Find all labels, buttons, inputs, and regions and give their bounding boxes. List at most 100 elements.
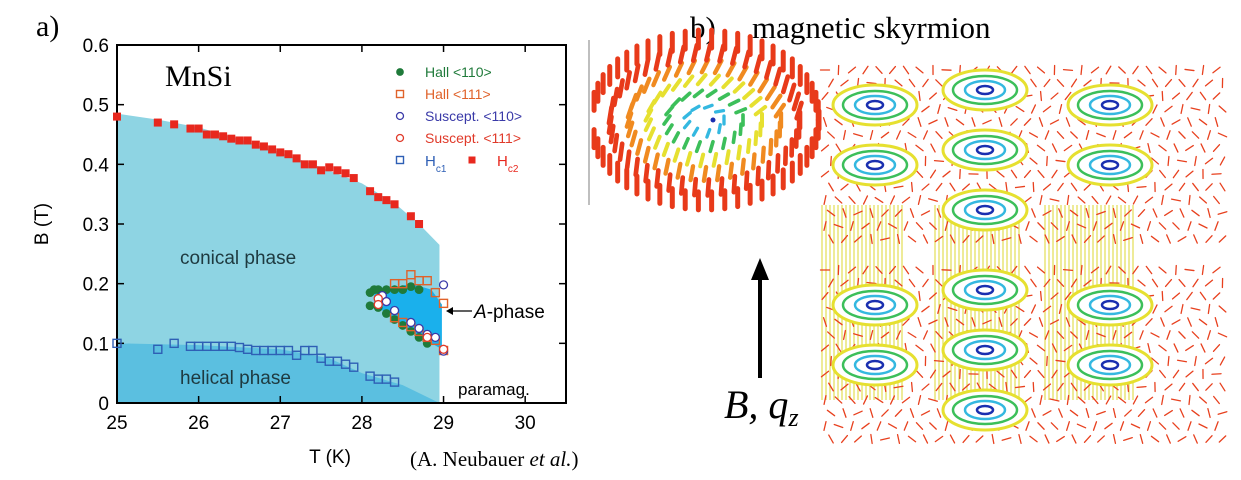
spin-arrow [653,134,662,150]
spin-arrow [915,66,924,74]
spin-arrow [853,235,863,243]
hc1-point [291,350,302,360]
spin-arrow [1042,210,1052,216]
spin-arrow [823,194,827,206]
spin-arrow [1057,182,1064,192]
spin-arrow [949,234,956,244]
hc2-point [333,166,342,175]
hc1-point [112,338,122,349]
spin-arrow [1024,65,1031,75]
spin-arrow [922,78,929,88]
spin-arrow [1070,182,1078,192]
skyrmion-core [1100,299,1120,311]
skyrmion-ring [841,289,909,321]
spin-arrow [1077,396,1086,404]
spin-arrow [1015,105,1025,113]
spin-arrow [842,329,847,341]
spin-arrow [922,330,929,340]
hc1-point [169,338,179,349]
spin-arrow [909,408,915,418]
hc1-point [389,377,400,387]
spin-arrow [1161,394,1164,406]
spin-arrow [826,409,836,417]
spin-arrow [853,133,863,137]
hc2-point [341,169,350,178]
spin-arrow [1132,65,1139,75]
spin-arrow [1117,396,1127,404]
spin-arrow [753,104,768,117]
spin-arrow [1167,155,1170,167]
spin-arrow [738,122,743,137]
spin-arrow [1104,222,1113,230]
spin-arrow [1091,195,1099,205]
skyrmion-ring [963,199,1007,221]
spin-arrow [662,114,672,126]
spin-arrow [1198,423,1208,429]
spin-arrow [915,422,924,430]
spin-arrow [922,130,929,140]
spin-arrow [1178,182,1186,192]
spin-arrow [996,170,1005,178]
spin-arrow [869,408,874,418]
spin-arrow [1029,235,1038,243]
spin-arrow [1217,411,1228,415]
spin-arrow [910,381,914,393]
spin-arrow [955,118,965,126]
spin-arrow [1105,395,1112,405]
spin-arrow [1118,266,1126,274]
spin-arrow [909,208,915,218]
spin-arrow [1056,331,1065,339]
spin-arrow [1050,92,1059,100]
spin-arrow [1064,91,1072,101]
spin-arrow [1207,330,1211,340]
spin-arrow [1205,383,1213,391]
spin-arrow [1198,223,1208,229]
spin-arrow [1211,173,1222,175]
spin-arrow [612,132,620,154]
spin-arrow [1112,207,1117,219]
spin-arrow [1178,278,1186,288]
spin-arrow [1055,359,1066,363]
spin-arrow [889,195,896,205]
spin-arrow [1092,221,1098,231]
spin-arrow [1046,355,1048,367]
spin-arrow [961,183,971,191]
spin-arrow [1191,331,1200,339]
spin-arrow [1161,194,1164,206]
spin-arrow [862,265,869,275]
spin-arrow [1205,435,1213,443]
spin-arrow [1096,332,1106,338]
spin-arrow [1051,143,1058,153]
spin-arrow [753,130,759,147]
spin-arrow [917,394,922,406]
hc2-point [366,187,375,196]
spin-arrow [1058,103,1063,115]
spin-arrow [1173,343,1179,353]
hc2-point [268,145,277,154]
spin-arrow [930,343,936,353]
spin-arrow [1062,268,1074,272]
suscept-110-point [430,332,441,343]
spin-arrow [1152,104,1158,114]
spin-arrow [1104,422,1113,430]
spin-arrow [820,144,830,152]
legend-label: Suscept. <111> [425,130,521,146]
spin-arrow [1083,183,1092,191]
hall-111-point [406,270,416,280]
spin-arrow [682,111,692,120]
spin-arrow [1036,66,1046,74]
spin-arrow [840,279,849,287]
spin-arrow [1190,107,1201,111]
spin-arrow [1056,235,1065,243]
spin-arrow [1005,181,1008,193]
spin-arrow [629,92,639,111]
spin-arrow [853,333,863,337]
spin-arrow [1201,64,1205,76]
spin-arrow [1145,265,1153,275]
spin-arrow [917,117,922,127]
spin-arrow [988,183,998,191]
spin-arrow [835,343,842,353]
skyrmion-lattice [819,64,1228,445]
hall-111-point [398,278,408,289]
